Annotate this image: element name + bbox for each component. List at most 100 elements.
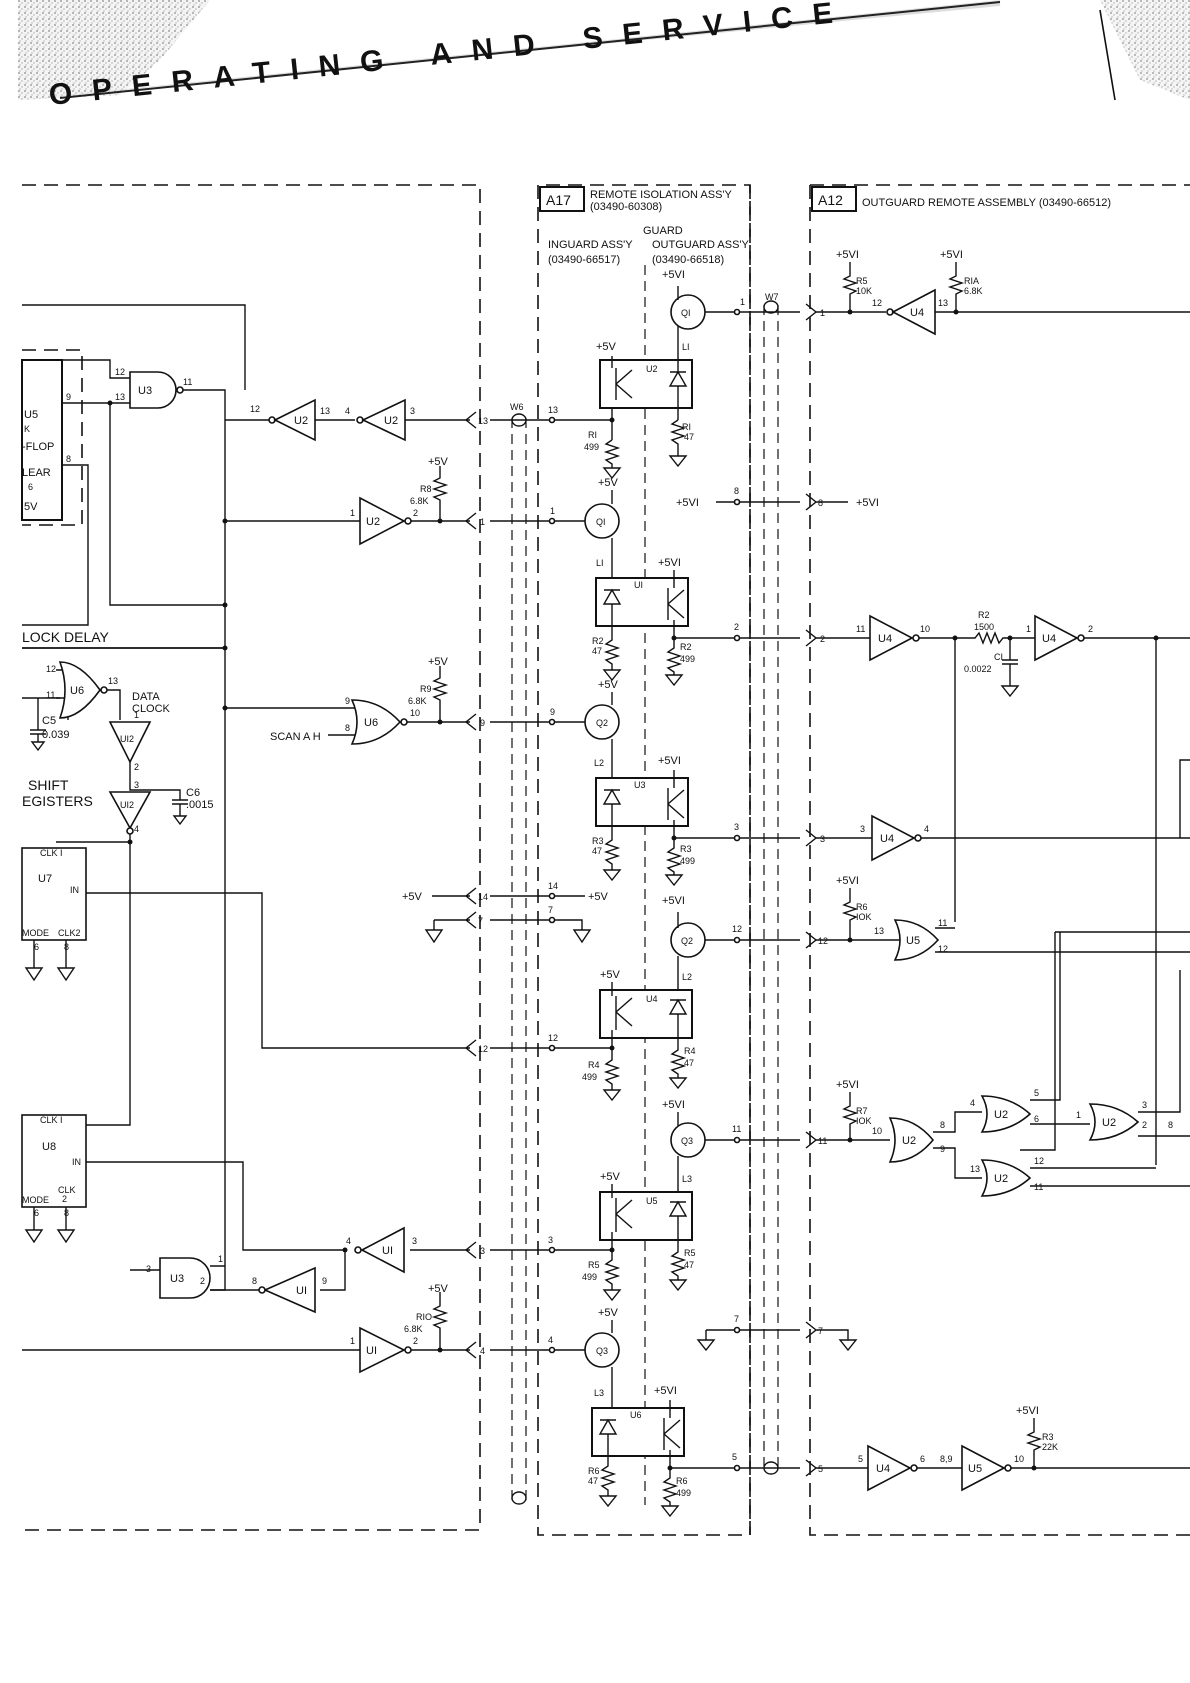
schematic-label: 47	[588, 1476, 598, 1486]
channels-14-7: +5V 14 14 +5V 7 7	[402, 881, 609, 944]
u7-block	[21, 847, 87, 941]
schematic-label: U8	[42, 1141, 56, 1153]
schematic-label: 3	[820, 834, 825, 844]
channel-13: 12 U2 13 4 U2 3 13 13 RI 499	[225, 398, 622, 480]
schematic-label: 7	[818, 1326, 823, 1336]
schematic-label: 10K	[856, 286, 872, 296]
channel-9: 9 SCAN A H 8 U6 10 +5V R9 6.8K 9 9 Q2 +5…	[225, 656, 620, 778]
schematic-label: RIO	[416, 1312, 432, 1322]
schematic-label: 2	[1088, 624, 1093, 634]
u6-nor-left	[58, 661, 101, 719]
schematic-label: 4	[346, 1236, 351, 1246]
schematic-label: +5VI	[836, 1079, 859, 1091]
schematic-label: 11	[938, 918, 947, 928]
schematic-label: 6.8K	[404, 1324, 423, 1334]
schematic-label: U4	[880, 833, 894, 845]
schematic-label: 2	[134, 762, 139, 772]
schematic-label: 6.8K	[410, 496, 429, 506]
schematic-label: +5V	[428, 656, 449, 668]
schematic-label: CLK	[58, 1185, 76, 1195]
schematic-label: 2	[62, 1194, 67, 1204]
schematic-label: +5V	[598, 477, 619, 489]
schematic-label: 8	[1168, 1120, 1173, 1130]
a17-title-block: A17 REMOTE ISOLATION ASS'Y (03490-60308)…	[539, 186, 750, 266]
schematic-label: UI	[634, 580, 643, 590]
schematic-label: U3	[170, 1273, 184, 1285]
schematic-label: 9	[550, 707, 555, 717]
schematic-label: 3	[134, 780, 139, 790]
schematic-label: 9	[66, 392, 71, 402]
schematic-label: LI	[596, 558, 604, 568]
schematic-label: RIA	[964, 276, 979, 286]
schematic-label: 3	[412, 1236, 417, 1246]
schematic-label: R3	[1042, 1432, 1054, 1442]
schematic-label: CI	[994, 652, 1003, 662]
schematic-label: L3	[682, 1174, 692, 1184]
schematic-label: CLK I	[40, 1115, 63, 1125]
schematic-label: 5	[732, 1452, 737, 1462]
schematic-label: 7	[478, 916, 483, 926]
u8-block	[21, 1114, 87, 1208]
schematic-label: 1	[740, 297, 745, 307]
a12-title-block: A12 OUTGUARD REMOTE ASSEMBLY (03490-6651…	[811, 186, 1111, 212]
schematic-label: U2	[994, 1109, 1008, 1121]
schematic-label: 499	[582, 1272, 597, 1282]
a12-u5-nor	[893, 919, 940, 961]
schematic-label: 1	[350, 508, 355, 518]
schematic-label: 11	[1034, 1182, 1043, 1192]
schematic-label: 13	[108, 676, 118, 686]
scan-shadow-right	[1100, 0, 1190, 100]
opto-u1: UI +5VI R2 47 R2 499 2 2	[592, 557, 825, 687]
schematic-label: 2	[820, 634, 825, 644]
schematic-label: U6	[364, 717, 378, 729]
schematic-label: 6	[1034, 1114, 1039, 1124]
schematic-label: 6	[920, 1454, 925, 1464]
schematic-label: +5VI	[940, 249, 963, 261]
schematic-label: 6	[34, 942, 39, 952]
schematic-label: DATA	[132, 691, 160, 703]
schematic-label: R3	[680, 844, 692, 854]
schematic-label: L3	[594, 1388, 604, 1398]
schematic-label: 11	[818, 1136, 827, 1146]
schematic-label: U2	[384, 415, 398, 427]
schematic-label: 11	[732, 1124, 741, 1134]
schematic-label: 8	[252, 1276, 257, 1286]
schematic-label: 1	[480, 517, 485, 527]
schematic-label: 11	[856, 624, 865, 634]
schematic-label: 499	[680, 654, 695, 664]
channel-1: 1 U2 2 +5V R8 6.8K 1 1 QI +5V LI	[225, 456, 620, 578]
schematic-label: +5V	[596, 341, 617, 353]
schematic-label: 12	[1034, 1156, 1044, 1166]
schematic-label: 2	[413, 1336, 418, 1346]
left-logic: U5 K -FLOP LEAR 6 5V U3 12 13 11 9 8 LOC…	[21, 304, 246, 1291]
schematic-label: RI	[682, 422, 691, 432]
schematic-label: R8	[420, 484, 432, 494]
schematic-label: 8	[940, 1120, 945, 1130]
schematic-label: 14	[548, 881, 558, 891]
schematic-label: +5V	[402, 891, 423, 903]
schematic-label: IOK	[856, 1116, 872, 1126]
schematic-label: +5VI	[836, 249, 859, 261]
w7-label: W7	[765, 292, 779, 302]
schematic-label: 4	[924, 824, 929, 834]
schematic-label: 1	[550, 506, 555, 516]
schematic-label: U2	[1102, 1117, 1116, 1129]
schematic-label: 12	[818, 936, 828, 946]
a12-u4-inverter-d	[871, 814, 916, 862]
schematic-label: .0015	[186, 799, 214, 811]
a12-u2-nor-a	[888, 1117, 935, 1163]
schematic-label: 47	[592, 646, 602, 656]
schematic-label: 13	[970, 1164, 980, 1174]
schematic-label: 1	[134, 710, 139, 720]
schematic-label: 13	[938, 298, 948, 308]
a12-u4-inverter-e	[867, 1444, 912, 1492]
schematic-label: 4	[134, 824, 139, 834]
schematic-label: R7	[856, 1106, 868, 1116]
schematic-label: -FLOP	[22, 441, 54, 453]
schematic-label: R5	[588, 1260, 600, 1270]
schematic-label: 3	[548, 1235, 553, 1245]
schematic-label: U4	[646, 994, 658, 1004]
schematic-label: 14	[478, 892, 488, 902]
